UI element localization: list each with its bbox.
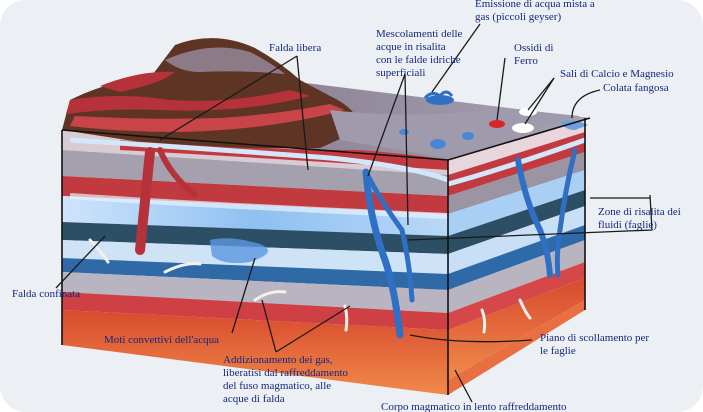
- label-corpo-magmatico: Corpo magmatico in lento raffreddamento: [381, 401, 567, 412]
- salt-deposit-2: [512, 123, 534, 133]
- label-colata: Colata fangosa: [603, 82, 669, 95]
- label-falda-libera: Falda libera: [269, 42, 321, 55]
- label-sali: Sali di Calcio e Magnesio: [560, 68, 674, 81]
- label-addizionamento: Addizionamento dei gas, liberatisi dal r…: [223, 354, 393, 406]
- label-moti-convettivi: Moti convettivi dell'acqua: [104, 334, 219, 347]
- leader-sali-1: [528, 78, 554, 110]
- label-ossidi: Ossidi di Ferro: [514, 42, 594, 68]
- leader-colata: [572, 90, 600, 118]
- label-emissione: Emissione di acqua mista a gas (piccoli …: [475, 0, 635, 24]
- label-zone-risalita: Zone di risalita dei fluidi (faglie): [598, 206, 703, 232]
- iron-oxide-deposit: [489, 120, 505, 128]
- label-piano-scollamento: Piano di scollamento per le faglie: [540, 332, 690, 358]
- label-mescolamenti: Mescolamenti delle acque in risalita con…: [376, 28, 496, 80]
- label-falda-confinata: Falda confinata: [12, 288, 80, 301]
